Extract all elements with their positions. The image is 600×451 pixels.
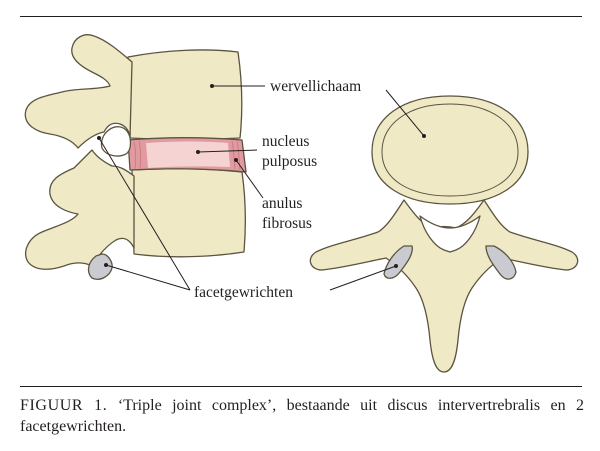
axial-vertebral-body	[371, 95, 529, 205]
upper-posterior-elements	[24, 34, 133, 149]
caption-figure-label: FIGUUR 1.	[20, 397, 108, 414]
label-anulus-line1: anulus	[262, 195, 302, 212]
axial-right-facet-cartilage	[485, 245, 517, 280]
leader-dot-nucleus	[196, 150, 200, 154]
label-facet-joints: facetgewrichten	[194, 284, 293, 301]
bottom-rule	[20, 386, 582, 387]
lateral-vertebrae-view	[24, 34, 247, 280]
vertebral-foramen	[419, 215, 481, 253]
leader-dot-facet-lower	[104, 263, 108, 267]
label-anulus-line2: fibrosus	[262, 215, 312, 232]
spine-figure: wervellichaam nucleus pulposus anulus fi…	[24, 34, 579, 373]
anulus-lamellae	[133, 140, 241, 171]
upper-vertebral-body	[127, 49, 243, 141]
caption-text: ‘Triple joint complex’, bestaande uit di…	[20, 397, 585, 435]
label-nucleus-line1: nucleus	[262, 133, 309, 150]
axial-left-facet-cartilage	[383, 245, 413, 279]
label-vertebral-body: wervellichaam	[270, 78, 361, 95]
top-rule	[20, 16, 582, 17]
axial-vertebra-view	[309, 95, 579, 373]
lower-posterior-elements	[25, 149, 135, 270]
leader-lines	[97, 84, 426, 291]
lower-vertebral-body	[131, 168, 246, 258]
leader-dot-vertebral-body	[210, 84, 214, 88]
leader-dot-facet-upper	[97, 136, 101, 140]
leader-dot-facet-axial	[394, 264, 398, 268]
leader-dot-axial-body	[422, 134, 426, 138]
label-nucleus-line2: pulposus	[262, 153, 317, 170]
intervertebral-foramen	[100, 126, 132, 157]
lateral-facet-cartilage	[87, 253, 113, 280]
leader-dot-anulus	[234, 158, 238, 162]
nucleus-pulposus	[146, 141, 230, 168]
axial-posterior-arch	[309, 199, 579, 373]
figure-caption: FIGUUR 1. ‘Triple joint complex’, bestaa…	[20, 395, 584, 437]
axial-body-inner-rim	[381, 103, 519, 197]
